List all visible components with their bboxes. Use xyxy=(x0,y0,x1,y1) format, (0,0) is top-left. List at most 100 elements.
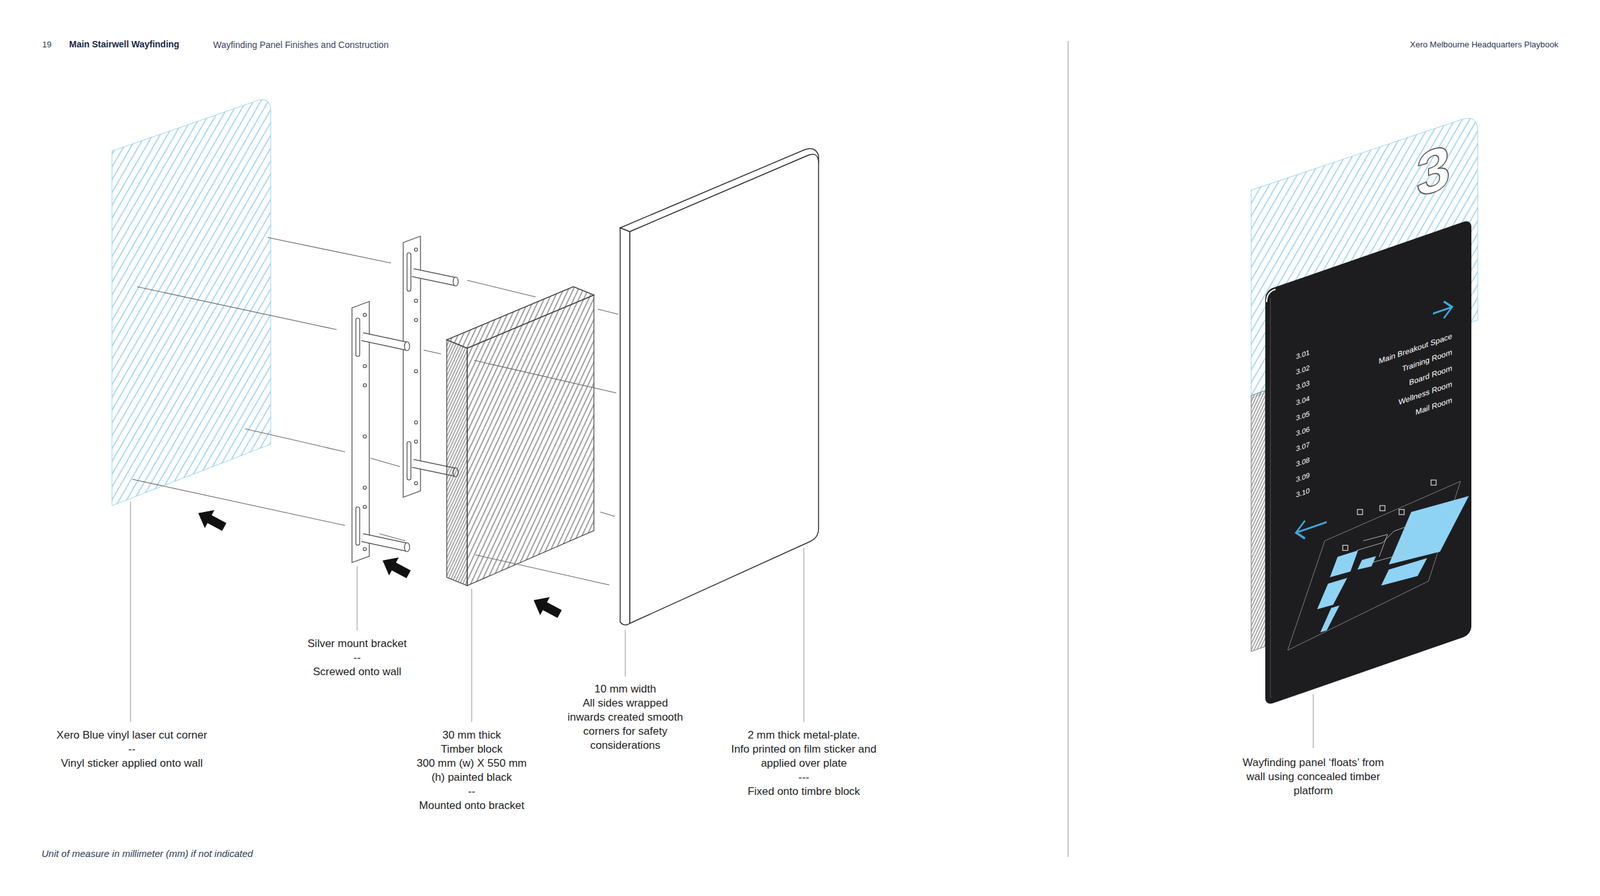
callout-text: Wayfinding panel ‘floats’ from wall usin… xyxy=(1241,755,1386,799)
assembly-arrow xyxy=(528,591,565,624)
map-icon xyxy=(1357,509,1363,515)
callout-text: 2 mm thick metal-plate. xyxy=(714,728,894,743)
callout-text: Xero Blue vinyl laser cut corner xyxy=(16,728,248,743)
screw-hole xyxy=(414,248,418,252)
bracket-pin xyxy=(362,336,408,347)
map-icon xyxy=(1431,480,1437,486)
timber-platform xyxy=(1251,390,1266,652)
screw-hole xyxy=(363,435,367,439)
room-number: 3.02 xyxy=(1296,362,1310,377)
callout-group: Xero Blue vinyl laser cut corner--Vinyl … xyxy=(16,728,248,771)
section-subtitle: Wayfinding Panel Finishes and Constructi… xyxy=(213,39,389,51)
callout-group: Wayfinding panel ‘floats’ from wall usin… xyxy=(1241,755,1386,799)
room-number: 3.04 xyxy=(1296,393,1310,408)
callout-group: 10 mm widthAll sides wrapped inwards cre… xyxy=(564,682,687,753)
guide-line xyxy=(474,360,617,393)
page-number: 19 xyxy=(42,39,52,51)
map-wall xyxy=(1369,537,1408,564)
leader-line xyxy=(803,547,804,722)
room-number: 3.05 xyxy=(1296,408,1310,424)
callout-text: Vinyl sticker applied onto wall xyxy=(16,756,248,771)
dimension-text: 10 mm width xyxy=(564,682,687,697)
room-number: 3.10 xyxy=(1296,485,1310,500)
panel-curl xyxy=(1266,289,1276,303)
map-icon xyxy=(1342,545,1348,551)
leader-lines xyxy=(130,501,1314,749)
floor-number: 3 xyxy=(1416,134,1451,208)
wayfinding-panel xyxy=(1265,218,1472,706)
bracket-pin xyxy=(362,336,408,347)
screw-hole xyxy=(414,440,418,444)
room-number: 3.09 xyxy=(1296,470,1310,485)
guide-line xyxy=(132,479,345,526)
mount-bracket xyxy=(352,301,410,563)
leader-line xyxy=(471,588,472,722)
map-icon xyxy=(1379,505,1385,511)
callout-text: Silver mount bracket xyxy=(273,636,441,651)
callout-text: Info printed on film sticker and applied… xyxy=(714,742,894,771)
guide-line xyxy=(370,458,400,467)
pin-end xyxy=(404,542,410,552)
panel-plate xyxy=(1265,218,1472,706)
room-number: 3.07 xyxy=(1296,439,1310,454)
plate-rolled-edge xyxy=(620,227,630,626)
guide-line xyxy=(245,428,345,452)
screw-hole xyxy=(414,318,418,322)
room-number: 3.01 xyxy=(1296,347,1310,362)
map-area xyxy=(1320,605,1340,633)
footnote: Unit of measure in millimeter (mm) if no… xyxy=(41,847,253,861)
screw-hole xyxy=(414,299,418,303)
bracket-slot xyxy=(407,252,411,292)
direction-arrow xyxy=(1432,298,1453,322)
guide-line xyxy=(267,237,392,264)
callout-text: 30 mm thick xyxy=(410,728,533,743)
callout-text: Fixed onto timbre block xyxy=(714,784,894,799)
guide-line xyxy=(136,286,337,330)
guide-line xyxy=(423,350,441,354)
bracket-pin xyxy=(412,272,456,282)
screw-hole xyxy=(363,313,367,317)
guide-line xyxy=(475,554,610,585)
bracket-slot xyxy=(407,441,411,480)
guide-line xyxy=(600,512,616,517)
room-number: 3.03 xyxy=(1296,378,1310,393)
vinyl-sticker xyxy=(112,99,271,506)
bracket-pin xyxy=(362,537,408,548)
panel-text-plane: 3.013.023.033.043.053.063.073.083.093.10… xyxy=(1265,218,1472,706)
screw-hole xyxy=(363,505,367,509)
callout-group: Silver mount bracket--Screwed onto wall xyxy=(273,636,441,680)
callout-text: Mounted onto bracket xyxy=(410,798,533,813)
page-title: Main Stairwell Wayfinding xyxy=(69,39,180,50)
callout-text: Screwed onto wall xyxy=(273,664,441,680)
screw-hole xyxy=(414,481,418,486)
bracket-pin xyxy=(362,537,408,548)
assembly-arrow xyxy=(193,504,230,537)
room-number: 3.08 xyxy=(1296,455,1310,470)
callout-group: 30 mm thickTimber block300 mm (w) X 550 … xyxy=(410,728,533,813)
callout-divider: -- xyxy=(273,650,441,665)
map-wall xyxy=(1356,526,1408,551)
pin-end xyxy=(453,277,459,287)
timber-side xyxy=(446,339,468,586)
floor-map xyxy=(1287,480,1469,651)
map-icons xyxy=(1342,480,1437,551)
pin-end xyxy=(404,341,410,351)
map-area xyxy=(1329,550,1359,578)
assembly-arrow xyxy=(377,551,414,584)
bracket-pin xyxy=(412,272,456,282)
leader-line xyxy=(356,566,358,631)
map-area xyxy=(1381,558,1428,586)
assembly-arrows xyxy=(193,504,565,624)
leader-line xyxy=(129,501,131,722)
timber-block xyxy=(446,286,594,586)
callout-text: All sides wrapped inwards created smooth… xyxy=(564,696,687,753)
dimension-text: 300 mm (w) X 550 mm (h) painted black xyxy=(410,756,533,785)
callout-group: 2 mm thick metal-plate.Info printed on f… xyxy=(714,728,894,799)
map-area xyxy=(1317,577,1348,610)
bracket-slot xyxy=(355,506,360,546)
map-icon xyxy=(1399,509,1405,515)
page-divider xyxy=(1067,40,1069,857)
callout-divider: -- xyxy=(16,742,248,757)
direction-arrow xyxy=(1296,513,1327,543)
